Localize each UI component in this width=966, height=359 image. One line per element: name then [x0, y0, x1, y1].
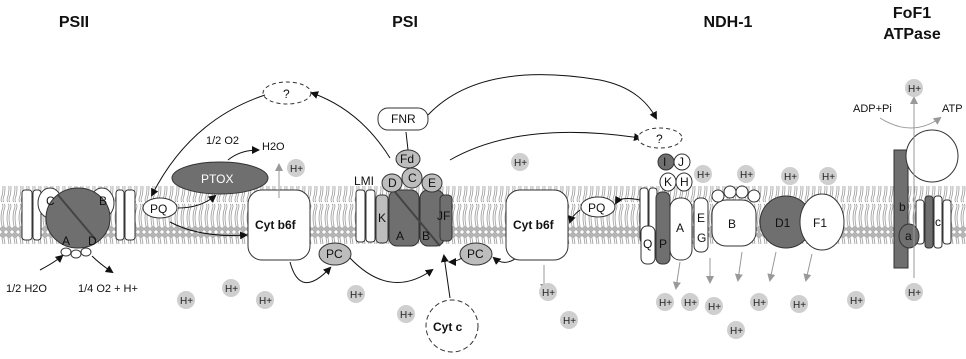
unknown-label-right: ?	[656, 132, 663, 146]
proton-label: H+	[659, 298, 672, 309]
psi-subunit-jf: JF	[437, 209, 450, 223]
proton-label: H+	[850, 296, 863, 307]
psi-subunit-b: B	[422, 229, 430, 243]
ndh-subunit-k: K	[664, 175, 672, 189]
proton-label: H+	[740, 170, 753, 181]
adp-label: ADP+Pi	[853, 103, 892, 115]
h2o-label: H2O	[262, 141, 285, 153]
oxygen-proton-label: 1/4 O2 + H+	[78, 283, 138, 295]
ndh-subunit-e: E	[697, 211, 705, 225]
psii-subunit-a: A	[62, 234, 70, 248]
psi-subunit-a: A	[396, 229, 404, 243]
pc-label-right: PC	[467, 247, 484, 261]
o2-label: 1/2 O2	[206, 135, 239, 147]
proton-label: H+	[350, 290, 363, 301]
ndh-subunit-d1: D1	[775, 216, 791, 230]
cyt-b6f-right-label: Cyt b6f	[513, 218, 555, 232]
cyt-c-label: Cyt c	[433, 320, 463, 334]
psi-subunit-c: C	[408, 171, 417, 185]
proton-label: H+	[225, 284, 238, 295]
proton-label: H+	[822, 172, 835, 183]
atpase-subunit-b: b	[899, 200, 906, 214]
ndh-subunit-b: B	[728, 217, 736, 231]
psii-complex: C B A D	[22, 188, 135, 258]
psii-subunit-c: C	[46, 194, 55, 208]
proton-label: H+	[908, 84, 921, 95]
pc-label-left: PC	[326, 247, 343, 261]
psi-subunit-k: K	[378, 211, 386, 225]
proton-label: H+	[290, 164, 303, 175]
ndh-subunit-h: H	[680, 175, 689, 189]
psi-subunit-e: E	[428, 176, 436, 190]
proton-label: H+	[514, 158, 527, 169]
proton-label: H+	[697, 170, 710, 181]
ferredoxin-label: Fd	[400, 152, 414, 166]
cyt-b6f-left-label: Cyt b6f	[255, 218, 297, 232]
proton-label: H+	[563, 316, 576, 327]
ndh-subunit-g: G	[697, 231, 706, 245]
ptox-label: PTOX	[201, 172, 233, 186]
ndh-subunit-j: J	[678, 155, 684, 169]
fnr-label: FNR	[391, 112, 416, 126]
water-label: 1/2 H2O	[6, 283, 47, 295]
unknown-label-left: ?	[283, 87, 290, 101]
atpase-subunit-a: a	[905, 229, 912, 243]
proton-label: H+	[542, 288, 555, 299]
proton-label: H+	[908, 288, 921, 299]
pq-label-left: PQ	[150, 202, 167, 216]
psi-complex: LMI K A B JF D C E Fd	[354, 150, 452, 246]
psii-subunit-d: D	[88, 234, 97, 248]
ndh-subunit-f1: F1	[813, 216, 827, 230]
ndh-subunit-a: A	[676, 221, 684, 235]
proton-label: H+	[708, 302, 721, 313]
ndh-subunit-i: I	[663, 155, 666, 169]
atp-label: ATP	[942, 103, 963, 115]
pq-label-right: PQ	[588, 201, 605, 215]
ndh-subunit-q: Q	[643, 237, 652, 251]
proton-label: H+	[400, 310, 413, 321]
proton-label: H+	[784, 172, 797, 183]
atpase-subunit-c: c	[935, 215, 941, 229]
proton-label: H+	[180, 296, 193, 307]
psii-subunit-b: B	[99, 194, 107, 208]
proton-label: H+	[793, 300, 806, 311]
psi-subunit-d: D	[388, 176, 397, 190]
psi-subunit-lmi: LMI	[354, 174, 374, 188]
proton-label: H+	[259, 296, 272, 307]
proton-label: H+	[684, 298, 697, 309]
proton-label: H+	[730, 326, 743, 337]
ndh-subunit-p: P	[659, 237, 667, 251]
proton-label: H+	[753, 298, 766, 309]
